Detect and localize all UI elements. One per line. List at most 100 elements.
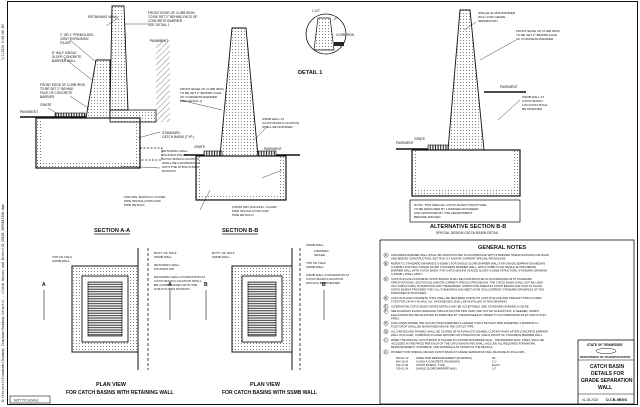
pay-item-desc: SINGLE SLOPE BARRIER WALL <box>416 367 458 371</box>
alt-cb-floor <box>412 190 520 196</box>
note-text: PAYMENT FOR SPECIAL DESIGN CATCH BASIN A… <box>391 350 526 354</box>
alt-note-text: NOTE: THIS SPECIAL CATCH BASIN STRUCTURE… <box>414 203 486 219</box>
alt-note-box <box>409 199 521 223</box>
plan-left-title: PLAN VIEW <box>96 382 127 388</box>
not-to-scale-text: NOT TO SCALE <box>14 398 39 402</box>
detail-1-curb-iron <box>334 42 344 46</box>
plan-right-ssmb-label: SSMB WALL <box>306 243 324 247</box>
title-block-date: 01-08-2024 <box>582 398 599 402</box>
pay-item-code: 611-07.06 <box>396 363 409 367</box>
note-letter: D <box>385 296 387 300</box>
note-letter: J <box>385 350 387 354</box>
bb-pavement-label: PAVEMENT <box>264 147 282 151</box>
state-seal <box>595 348 617 354</box>
bb-grate <box>203 150 223 157</box>
note-letter: B <box>385 261 387 265</box>
note-text: CONCRETE BARRIER WALL SHALL BE CONSTRUCT… <box>391 253 549 261</box>
not-to-scale-box <box>9 395 51 404</box>
aa-pavement-right-label: PAVEMENT <box>150 39 168 43</box>
title-block-drawing-no: D-CB-9BGS <box>606 398 628 402</box>
title-line-1: CATCH BASIN <box>590 364 624 370</box>
alt-single-slope-barrier <box>447 9 485 151</box>
title-block-frame <box>577 339 635 405</box>
note-letter: I <box>385 338 386 342</box>
bb-cb-wall-left <box>196 156 202 200</box>
note-letter: H <box>385 330 387 334</box>
bb-cb-wall-right <box>280 156 286 200</box>
catch-basin-box <box>35 117 141 169</box>
pay-item-unit: L.F. <box>492 367 497 371</box>
title-block-dept: DEPARTMENT OF TRANSPORTATION <box>580 355 630 359</box>
plan-right-grate <box>247 281 277 337</box>
bb-cb-floor <box>196 194 286 200</box>
aa-backfill-label: FOR MIN. BACKFILL COVER,PIPE INSTALLATIO… <box>124 195 166 207</box>
pay-item-desc: CATCH BASINS, TYPE __ <box>416 363 449 367</box>
section-a-a-title: SECTION A-A <box>94 228 130 234</box>
general-notes-box <box>379 239 635 405</box>
title-block-state: STATE OF TENNESSEE <box>587 343 622 347</box>
pay-item-desc: CLASS A CONCRETE (ROADWAY) <box>416 359 460 363</box>
plan-left-grate <box>87 281 123 337</box>
title-line-3: GRADE SEPARATION <box>581 378 633 384</box>
pay-item-unit: EACH <box>492 363 500 367</box>
note-marker <box>383 295 389 301</box>
plan-left-marker-a-bottom: A <box>168 282 172 288</box>
note-marker <box>383 320 389 326</box>
plan-right-marker-b-left: B <box>204 282 208 288</box>
plan-left-marker-a-top: A <box>42 282 46 288</box>
bb-cb-label: (FROM MIN. BACKFILL COVER,PIPE INSTALLAT… <box>232 205 278 217</box>
note-text: ALTERNATIVE CATCH BASIN GRATE DETAILS MA… <box>391 304 529 308</box>
detail-1-circle <box>305 13 347 55</box>
note-marker <box>383 329 389 334</box>
bb-grate-right <box>257 150 277 157</box>
alt-cb-wall-left <box>412 150 418 196</box>
pay-item-unit: C.Y. <box>492 359 497 363</box>
pay-item-code: 604-10.01 <box>396 359 409 363</box>
note-marker <box>383 349 389 355</box>
note-marker <box>383 337 389 343</box>
catch-basin-wall-left <box>36 118 42 168</box>
aa-retaining-wall-label: RETAINING WALL <box>88 15 118 19</box>
grate-section <box>54 112 86 119</box>
alt-pavement-label: PAVEMENT <box>396 141 414 145</box>
pay-item-code: 604-01.02 <box>396 356 409 360</box>
detail-1-dim-b: 2" <box>334 17 337 21</box>
alt-grate <box>427 144 449 151</box>
aa-pavement-label: PAVEMENT <box>20 110 38 114</box>
alt-section-subtitle: SPECIAL DESIGN CATCH BASIN DETAIL <box>436 231 499 235</box>
title-block: STATE OF TENNESSEE DEPARTMENT OF TRANSPO… <box>577 339 635 405</box>
bb-grate-label: GRATE <box>194 145 206 149</box>
alt-cb-wall-right <box>514 150 520 196</box>
retaining-wall-foundation <box>109 109 157 123</box>
section-b-b-title: SECTION B-B <box>222 228 258 234</box>
note-text: REFER TO STANDARD DRAWINGS S-SSMB-1 FOR … <box>391 261 547 276</box>
pay-item-desc: STEEL BAR REINFORCEMENT (ROADWAY) <box>416 356 472 360</box>
note-letter: C <box>385 277 387 281</box>
alt-section-title: ALTERNATIVE SECTION B-B <box>430 224 506 230</box>
pay-item-unit: LB. <box>492 356 496 360</box>
alt-catch-basin-box <box>411 149 521 197</box>
title-line-2: DETAILS FOR <box>591 371 624 377</box>
note-marker <box>383 252 389 258</box>
plan-left-subtitle: FOR CATCH BASINS WITH RETAINING WALL <box>66 390 174 396</box>
bb-single-slope-barrier <box>219 27 259 157</box>
note-marker <box>383 304 389 309</box>
note-text: CAST-IN-PLACE CONCRETE CATCH BASINS SHAL… <box>391 277 544 295</box>
